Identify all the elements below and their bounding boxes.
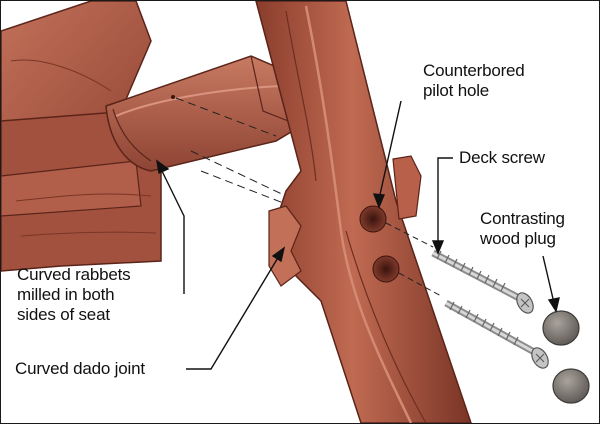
callout-leaders [156,100,560,370]
seat-assembly [1,1,162,272]
label-curved-dado-joint: Curved dado joint [15,359,145,378]
deck-screws [431,249,549,369]
deck-screw-upper [431,249,534,314]
counterbored-holes [359,205,400,283]
screw-alignment-lines [385,222,442,297]
label-counterbored-pilot-hole: Counterbored pilot hole [423,61,525,100]
label-contrasting-wood-plug: Contrasting wood plug [480,209,565,248]
alignment-lines [175,97,292,207]
wood-plugs [542,310,590,404]
label-curved-rabbets: Curved rabbets milled in both sides of s… [17,265,131,324]
label-deck-screw: Deck screw [459,148,545,167]
deck-screw-lower [444,299,549,369]
